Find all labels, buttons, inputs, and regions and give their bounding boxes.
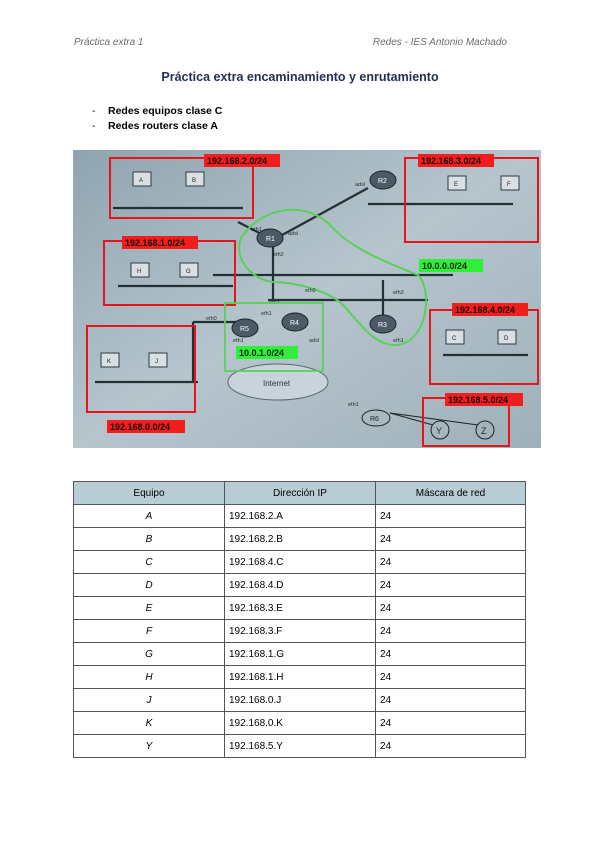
router-icon: R3 (369, 314, 397, 334)
label-bg (236, 346, 298, 359)
router-icon: R6 (361, 409, 391, 427)
computer-icon: K (100, 352, 120, 368)
label-bg (122, 236, 198, 249)
router-icon: R5 (231, 318, 259, 338)
router-icon: R4 (281, 312, 309, 332)
label-bg (418, 154, 494, 167)
host-z-circle (475, 420, 495, 440)
table-header-row: Equipo Dirección IP Máscara de red (73, 481, 526, 505)
router-icon: R2 (369, 170, 397, 190)
computer-icon: A (132, 171, 152, 187)
svg-text:G: G (186, 269, 191, 275)
bullet-item: -Redes routers clase A (92, 120, 218, 132)
net-label: 192.168.1.0/24 (125, 238, 185, 248)
svg-text:eth0: eth0 (305, 288, 316, 294)
handwritten-hosts (389, 412, 495, 440)
bullet-item: -Redes equipos clase C (92, 105, 223, 117)
svg-text:eth3: eth3 (393, 290, 404, 296)
computer-icon: D (497, 329, 517, 345)
net-label: 10.0.1.0/24 (239, 348, 284, 358)
label-bg (452, 303, 528, 316)
interface-labels: eth1 adsl eth2 adsl eth0 eth3 eth1 eth3 … (206, 182, 404, 408)
computer-icon: C (445, 329, 465, 345)
svg-text:R2: R2 (378, 178, 387, 185)
internet-cloud-icon (227, 363, 329, 401)
svg-text:H: H (137, 269, 141, 275)
svg-text:eth1: eth1 (261, 311, 272, 317)
svg-text:D: D (504, 336, 509, 342)
svg-text:R4: R4 (290, 320, 299, 327)
host-z-label: Z (481, 426, 487, 436)
svg-text:adsl: adsl (355, 182, 365, 188)
network-labels: 192.168.2.0/24 192.168.3.0/24 192.168.1.… (107, 154, 528, 433)
net-label: 192.168.5.0/24 (448, 395, 508, 405)
svg-text:F: F (507, 182, 511, 188)
host-group: A B E F H G C D K J (100, 171, 520, 368)
col-header-ip: Dirección IP (224, 481, 376, 505)
svg-text:R5: R5 (240, 326, 249, 333)
computer-icon: G (179, 262, 199, 278)
computer-icon: E (447, 175, 467, 191)
net-label: 192.168.0.0/24 (110, 422, 170, 432)
col-header-mask: Máscara de red (375, 481, 526, 505)
computer-icon: F (500, 175, 520, 191)
svg-text:R1: R1 (266, 236, 275, 243)
svg-text:K: K (107, 359, 111, 365)
net-label: 192.168.3.0/24 (421, 156, 481, 166)
computer-icon: B (185, 171, 205, 187)
svg-text:A: A (139, 178, 143, 184)
svg-text:adsl: adsl (288, 231, 298, 237)
col-header-equipo: Equipo (73, 481, 225, 505)
svg-text:eth0: eth0 (206, 316, 217, 322)
page-title: Práctica extra encaminamiento y enrutami… (161, 70, 439, 84)
network-diagram-photo: Internet R1 R2 R3 R4 R5 R6 A B E F H G C… (73, 150, 541, 448)
host-y-circle (430, 420, 450, 440)
subnet-box (109, 157, 254, 219)
net-label: 192.168.2.0/24 (207, 156, 267, 166)
header-right: Redes - IES Antonio Machado (372, 37, 507, 48)
header-left: Práctica extra 1 (74, 37, 144, 48)
net-label: 192.168.4.0/24 (455, 305, 515, 315)
label-bg (107, 420, 185, 433)
svg-text:eth1: eth1 (251, 227, 262, 233)
label-bg (419, 259, 483, 272)
svg-text:eth1: eth1 (393, 338, 404, 344)
svg-text:C: C (452, 336, 457, 342)
router-icon: R1 (256, 228, 284, 248)
svg-text:eth2: eth2 (273, 252, 284, 258)
svg-text:R6: R6 (370, 416, 379, 423)
net-label: 10.0.0.0/24 (422, 261, 467, 271)
label-bg (204, 154, 280, 167)
internet-label: Internet (263, 379, 291, 388)
svg-text:J: J (155, 359, 158, 365)
green-outline (238, 208, 428, 347)
svg-text:adsl: adsl (309, 338, 319, 344)
svg-text:B: B (192, 178, 196, 184)
subnet-box (86, 325, 196, 413)
svg-text:eth1: eth1 (348, 402, 359, 408)
svg-text:eth1: eth1 (233, 338, 244, 344)
computer-icon: J (148, 352, 168, 368)
svg-text:E: E (454, 182, 458, 188)
host-y-label: Y (436, 426, 442, 436)
subnet-box-green (224, 302, 324, 372)
label-bg (445, 393, 523, 406)
svg-text:R3: R3 (378, 322, 387, 329)
computer-icon: H (130, 262, 150, 278)
bullet-list: -Redes equipos clase C -Redes routers cl… (92, 104, 222, 134)
